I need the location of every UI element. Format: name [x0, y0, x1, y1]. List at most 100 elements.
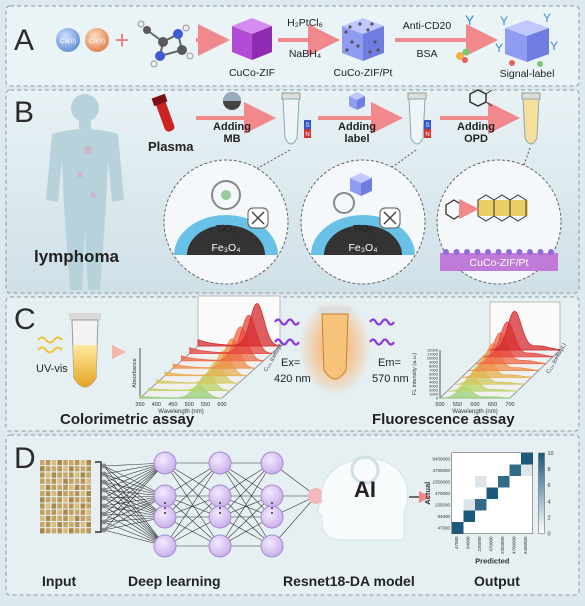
heatmap-cell	[463, 487, 475, 499]
surface-label: CuCo-ZIF/Pt	[470, 257, 529, 269]
heatmap-cell	[498, 453, 510, 465]
input-image	[63, 466, 68, 472]
dap-product-molecule	[477, 194, 528, 222]
input-image	[63, 509, 68, 515]
input-image	[40, 528, 45, 534]
colorbar-segment	[538, 487, 545, 490]
colorbar-segment	[538, 507, 545, 510]
ellipsis-dot	[271, 502, 273, 504]
heatmap-cell	[486, 499, 498, 511]
colorbar-segment	[538, 521, 545, 524]
x-tick-label: 500	[185, 402, 194, 408]
input-image	[51, 497, 57, 503]
hidden-node	[260, 534, 284, 558]
input-image	[51, 484, 57, 490]
input-image	[80, 466, 86, 472]
y-tick-label: 2350000	[432, 479, 450, 484]
panel-b-frame	[5, 89, 580, 294]
input-image	[80, 528, 86, 534]
colorbar-tick-label: 0	[548, 532, 551, 538]
y-tick-label: 7000	[429, 368, 439, 373]
uv-light-waves	[37, 336, 63, 354]
product1-label: CuCo-ZIF	[229, 67, 275, 79]
colorbar-segment	[538, 459, 545, 462]
input-image	[69, 497, 74, 503]
colorbar-segment	[538, 457, 545, 460]
input-image	[45, 522, 51, 528]
tio2-label: TiO₂	[353, 223, 374, 235]
tio2-label: TiO₂	[216, 223, 237, 235]
x-tick-label: 650	[488, 402, 497, 408]
input-image	[40, 491, 45, 497]
pt-nanoparticle	[453, 249, 460, 255]
pt-nanoparticle	[548, 249, 554, 255]
emission-waves	[369, 318, 395, 346]
zoom-line	[239, 149, 291, 179]
colorbar-segment	[538, 467, 545, 470]
input-image-grid	[40, 460, 91, 534]
panel-a-letter: A	[14, 24, 34, 57]
tube-step3	[521, 92, 541, 145]
nn-connection	[103, 495, 166, 531]
confusion-matrix: 4700047000940009400023500023500047000047…	[423, 451, 554, 566]
input-image	[45, 515, 51, 521]
heatmap-cell	[521, 499, 533, 511]
input-image	[86, 472, 91, 478]
colorbar-segment	[538, 481, 545, 484]
input-image	[45, 478, 51, 484]
colorbar-segment	[538, 479, 545, 482]
input-node	[101, 463, 107, 469]
input-image	[40, 478, 45, 484]
heatmap-cell	[452, 499, 464, 511]
antibody-icon: Y	[550, 39, 558, 53]
x-tick-label: 450	[168, 402, 177, 408]
heatmap-cell	[463, 499, 475, 511]
step2-reagent-bottom: BSA	[416, 48, 437, 60]
nn-connection	[103, 465, 166, 547]
input-image	[69, 522, 74, 528]
input-image	[74, 478, 80, 484]
colorimetric-tube	[69, 313, 101, 388]
hidden-node	[153, 505, 177, 529]
nn-connection	[103, 505, 166, 547]
input-image	[57, 491, 62, 497]
input-image	[74, 472, 80, 478]
magnet-s-label: S	[305, 123, 309, 129]
input-image	[86, 497, 91, 503]
pt-nanoparticle	[344, 30, 348, 34]
y-axis-label: FL intensity (a.u.)	[412, 353, 418, 395]
input-node	[101, 503, 107, 509]
input-image	[69, 515, 74, 521]
heatmap-cell	[486, 464, 498, 476]
input-image	[80, 503, 86, 509]
nn-connection	[164, 495, 221, 547]
nn-connection	[103, 473, 166, 547]
nn-connection	[219, 462, 273, 518]
heatmap-cell	[509, 499, 521, 511]
heatmap-cell	[475, 464, 487, 476]
x-tick-label: 470000	[488, 536, 493, 552]
input-image	[57, 460, 62, 466]
x-tick-label: 550	[201, 402, 210, 408]
ellipsis-dot	[271, 507, 273, 509]
input-node	[101, 487, 107, 493]
pt-nanoparticle	[495, 249, 502, 255]
output-label: Output	[474, 573, 520, 589]
input-image	[86, 522, 91, 528]
input-image	[51, 472, 57, 478]
hidden-node	[208, 451, 232, 475]
x-axis-label: Wavelength (nm)	[158, 409, 203, 415]
y-tick-label: 235000	[435, 502, 451, 507]
y-tick-label: 2000	[429, 388, 439, 393]
y-tick-label: 0	[436, 396, 439, 401]
antibody-icon: Y	[543, 11, 551, 25]
heatmap-cell	[452, 487, 464, 499]
input-image	[51, 509, 57, 515]
input-image	[74, 491, 80, 497]
em-line1: Em=	[378, 357, 401, 369]
input-node	[101, 495, 107, 501]
input-image	[63, 478, 68, 484]
input-image	[69, 491, 74, 497]
nn-connection	[103, 481, 166, 518]
input-node	[101, 471, 107, 477]
